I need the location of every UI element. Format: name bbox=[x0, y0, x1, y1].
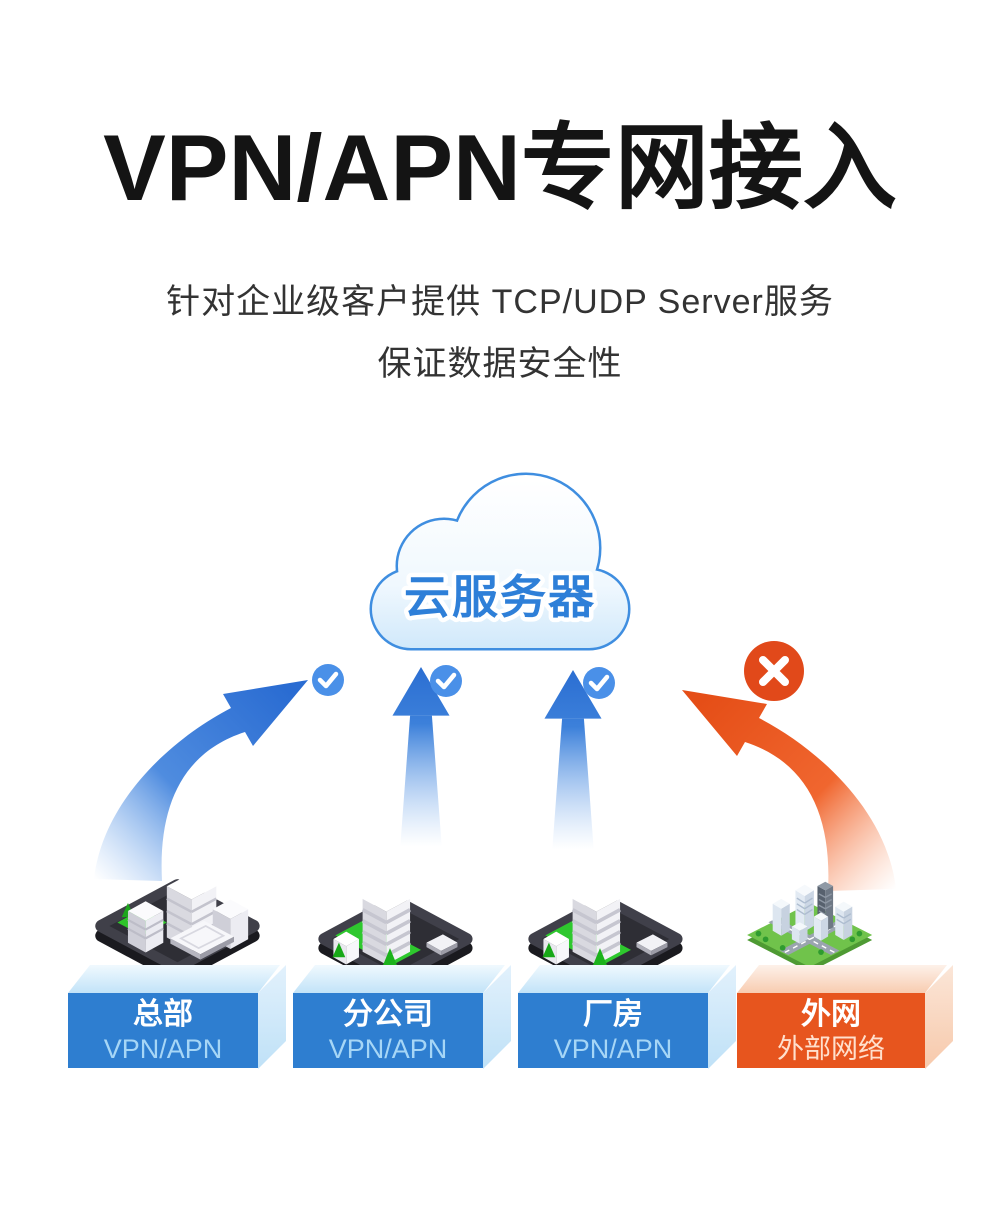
check-icon bbox=[312, 664, 344, 696]
node-name: 总部 bbox=[133, 997, 193, 1031]
node-name: 厂房 bbox=[583, 997, 643, 1031]
node-card-top-face bbox=[68, 965, 280, 993]
node-subtitle: VPN/APN bbox=[103, 1034, 223, 1065]
node-card-top-face bbox=[518, 965, 730, 993]
uplink-arrow-factory bbox=[544, 670, 602, 853]
check-icon bbox=[583, 667, 615, 699]
subtitle-line-1: 针对企业级客户提供 TCP/UDP Server服务 bbox=[166, 283, 834, 321]
subtitle-line-2: 保证数据安全性 bbox=[377, 345, 623, 383]
node-card-top-face bbox=[737, 965, 947, 993]
node-subtitle: 外部网络 bbox=[777, 1034, 885, 1065]
node-subtitle: VPN/APN bbox=[328, 1034, 448, 1065]
node-card-factory: 厂房 VPN/APN bbox=[518, 965, 736, 1069]
uplink-arrow-branch bbox=[392, 667, 450, 850]
uplink-arrow-hq bbox=[94, 680, 308, 881]
cloud-server-illustration: 云服务器 bbox=[369, 472, 631, 651]
node-card-top-face bbox=[293, 965, 505, 993]
x-icon bbox=[744, 641, 804, 701]
node-name: 分公司 bbox=[343, 997, 433, 1031]
node-subtitle: VPN/APN bbox=[553, 1034, 673, 1065]
node-card-front: 总部 VPN/APN bbox=[68, 993, 258, 1068]
blocked-arrow-external bbox=[682, 690, 896, 891]
node-card-external: 外网 外部网络 bbox=[737, 965, 953, 1069]
cloud-label: 云服务器 bbox=[404, 571, 596, 623]
node-card-front: 分公司 VPN/APN bbox=[293, 993, 483, 1068]
node-card-hq: 总部 VPN/APN bbox=[68, 965, 286, 1069]
node-card-branch: 分公司 VPN/APN bbox=[293, 965, 511, 1069]
node-name: 外网 bbox=[801, 997, 861, 1031]
node-card-front: 厂房 VPN/APN bbox=[518, 993, 708, 1068]
external-city-illustration bbox=[747, 881, 873, 972]
node-card-front: 外网 外部网络 bbox=[737, 993, 925, 1068]
check-icon bbox=[430, 665, 462, 697]
page-title: VPN/APN专网接入 bbox=[103, 115, 897, 220]
